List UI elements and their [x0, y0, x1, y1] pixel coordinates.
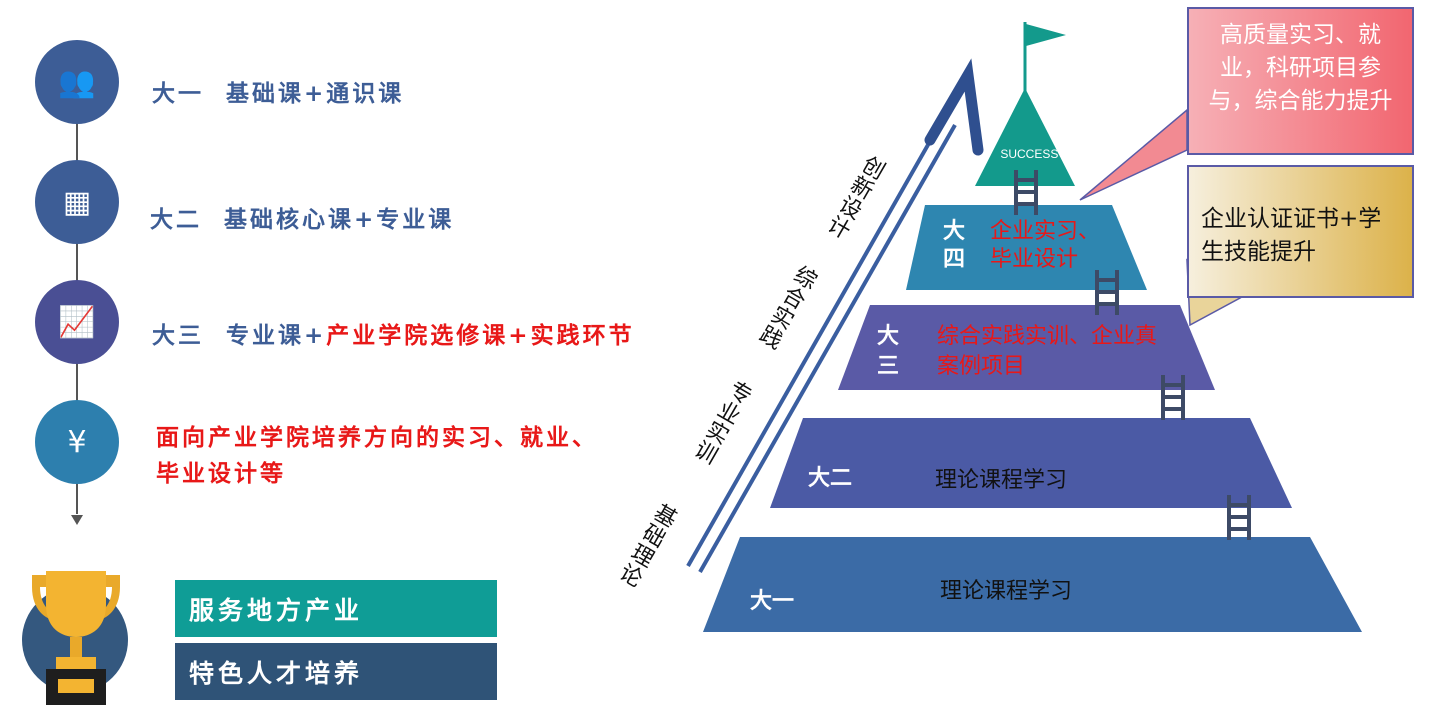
step-year2: 大二 基础核心课+专业课 [150, 207, 455, 233]
timeline-arrow-icon [71, 515, 83, 525]
ladder-icon [1014, 170, 1251, 540]
pyramid-level-3 [838, 305, 1215, 390]
pyramid-level-2 [770, 418, 1292, 508]
level-1-year: 大一 [750, 589, 795, 614]
level-3-year: 大三 [877, 324, 900, 379]
level-2-text: 理论课程学习 [935, 468, 1068, 493]
outcome-talent-training: 特色人才培养 [175, 643, 497, 700]
level-3-text: 综合实践实训、企业真案例项目 [937, 324, 1158, 379]
callout-gold: 企业认证证书+学生技能提升 [1187, 165, 1414, 298]
step-year3: 大三 专业课+产业学院选修课+实践环节 [152, 323, 635, 349]
success-label: SUCCESS E [1000, 147, 1069, 161]
level-1-text: 理论课程学习 [940, 579, 1073, 604]
level-4-year: 大四 [943, 219, 966, 272]
calendar-icon: ▦ [35, 160, 119, 244]
success-peak [975, 88, 1075, 186]
callout-pointer-red [1079, 108, 1188, 201]
growth-chart-icon: 📈 [35, 280, 119, 364]
flag-icon [1026, 24, 1066, 46]
step-year1: 大一 基础课+通识课 [152, 81, 405, 107]
callout-red: 高质量实习、就业，科研项目参与，综合能力提升 [1187, 7, 1414, 155]
pyramid-level-1 [703, 537, 1362, 632]
arrow-head-icon [924, 58, 984, 156]
step-year4: 面向产业学院培养方向的实习、就业、毕业设计等 [156, 425, 598, 487]
level-2-year: 大二 [808, 466, 853, 491]
people-icon: 👥 [35, 40, 119, 124]
money-icon: ¥ [35, 400, 119, 484]
pyramid-level-4 [906, 205, 1147, 290]
level-4-text: 企业实习、毕业设计 [990, 219, 1101, 272]
outcome-local-industry: 服务地方产业 [175, 580, 497, 637]
trophy-icon [32, 571, 120, 705]
